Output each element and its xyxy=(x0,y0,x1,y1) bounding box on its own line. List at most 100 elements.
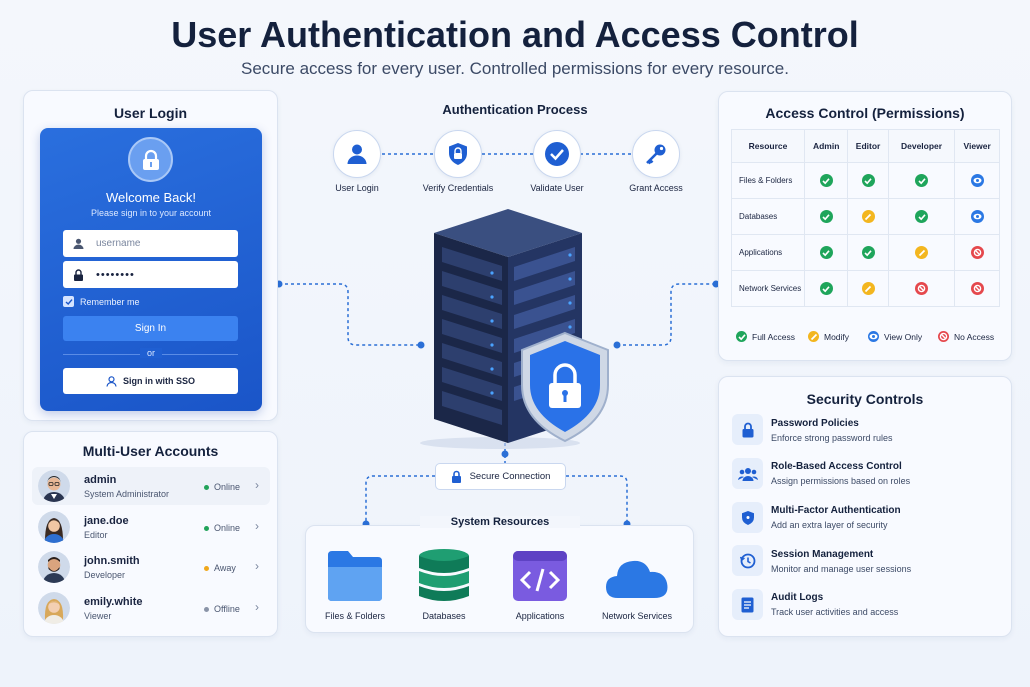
step-label: Verify Credentials xyxy=(422,183,494,193)
login-panel-title: User Login xyxy=(113,105,188,121)
avatar xyxy=(38,511,70,543)
perm-none-icon xyxy=(915,282,929,295)
user-role: Developer xyxy=(84,570,126,580)
user-row-john[interactable]: john.smith Developer Away › xyxy=(32,548,270,586)
lock-icon xyxy=(451,470,462,483)
user-icon xyxy=(347,144,367,164)
history-icon xyxy=(732,545,763,576)
status-text: Online xyxy=(214,482,241,492)
security-item-desc: Enforce strong password rules xyxy=(771,433,893,443)
security-item-desc: Monitor and manage user sessions xyxy=(771,564,912,574)
status-dot xyxy=(204,606,209,612)
lock-icon xyxy=(128,137,173,182)
avatar xyxy=(38,592,70,624)
permission-cell xyxy=(887,234,956,271)
code-icon xyxy=(513,551,567,601)
step-validate xyxy=(533,130,581,178)
user-row-jane[interactable]: jane.doe Editor Online › xyxy=(32,508,270,546)
checkbox-check-icon[interactable] xyxy=(63,296,74,307)
perm-full-icon xyxy=(861,246,875,259)
status-text: Online xyxy=(214,523,241,533)
username-placeholder: username xyxy=(96,238,141,249)
password-value: •••••••• xyxy=(96,268,135,281)
permission-cell xyxy=(954,270,1000,307)
legend-item: Modify xyxy=(808,331,849,342)
perm-modify-icon xyxy=(861,282,875,295)
user-icon xyxy=(73,238,87,249)
permission-cell xyxy=(803,270,849,307)
perm-full-icon xyxy=(819,246,833,259)
perm-full-icon xyxy=(915,174,929,187)
database-icon xyxy=(419,549,469,601)
step-label: User Login xyxy=(335,183,379,193)
legend-label: No Access xyxy=(954,331,995,342)
step-grant xyxy=(632,130,680,178)
security-item-title: Password Policies xyxy=(771,418,859,429)
chevron-right-icon[interactable]: › xyxy=(255,519,259,533)
chevron-right-icon[interactable]: › xyxy=(255,478,259,492)
process-title: Authentication Process xyxy=(442,102,588,117)
resource-cell: Databases xyxy=(731,198,805,235)
step-label: Validate User xyxy=(530,183,584,193)
step-user-login xyxy=(333,130,381,178)
user-name: admin xyxy=(84,474,117,486)
password-field[interactable]: •••••••• xyxy=(63,261,238,288)
security-item-title: Session Management xyxy=(771,549,874,560)
column-header: Editor xyxy=(847,129,889,163)
sso-user-icon xyxy=(106,375,117,387)
permission-cell xyxy=(847,198,889,235)
user-name: jane.doe xyxy=(84,515,129,527)
users-panel-title: Multi-User Accounts xyxy=(82,443,219,459)
users-icon xyxy=(732,458,763,489)
cloud-icon xyxy=(606,560,668,598)
user-role: Editor xyxy=(84,530,108,540)
step-label: Grant Access xyxy=(629,183,683,193)
remember-me[interactable]: Remember me xyxy=(63,296,140,307)
legend-label: View Only xyxy=(884,331,923,342)
server-rack-illustration xyxy=(420,209,609,449)
resource-cell: Network Services xyxy=(731,270,805,307)
table-row: Applications xyxy=(731,234,1000,271)
security-item-title: Multi-Factor Authentication xyxy=(771,505,901,516)
password-lock-icon xyxy=(73,268,87,281)
resource-label: Files & Folders xyxy=(324,611,386,621)
permission-cell xyxy=(887,198,956,235)
resource-label: Applications xyxy=(515,611,565,621)
avatar xyxy=(38,470,70,502)
user-row-emily[interactable]: emily.white Viewer Offline › xyxy=(32,589,270,627)
page-title: User Authentication and Access Control xyxy=(171,14,859,55)
chevron-right-icon[interactable]: › xyxy=(255,559,259,573)
signin-button[interactable]: Sign In xyxy=(63,316,238,341)
permission-cell xyxy=(847,234,889,271)
perm-view-icon xyxy=(970,210,984,223)
column-header: Developer xyxy=(887,129,956,163)
permission-cell xyxy=(803,162,849,199)
perm-modify-icon xyxy=(915,246,929,259)
security-item-desc: Track user activities and access xyxy=(771,607,899,617)
resource-cell: Files & Folders xyxy=(731,162,805,199)
legend-item: Full Access xyxy=(736,331,795,342)
status-text: Away xyxy=(214,563,236,573)
lock-icon xyxy=(732,414,763,445)
sso-button[interactable]: Sign in with SSO xyxy=(63,368,238,394)
column-header: Admin xyxy=(803,129,849,163)
table-row: Databases xyxy=(731,198,1000,235)
shield-lock-icon xyxy=(449,143,467,165)
chevron-right-icon[interactable]: › xyxy=(255,600,259,614)
shield-icon xyxy=(732,502,763,533)
permission-cell xyxy=(954,162,1000,199)
legend-item: No Access xyxy=(938,331,994,342)
security-panel-title: Security Controls xyxy=(806,391,924,407)
perm-full-icon xyxy=(861,174,875,187)
perm-modify-icon xyxy=(808,331,819,342)
login-card: Welcome Back! Please sign in to your acc… xyxy=(40,128,262,411)
perm-view-icon xyxy=(868,331,879,342)
permission-cell xyxy=(887,270,956,307)
sso-label: Sign in with SSO xyxy=(123,376,195,386)
perm-full-icon xyxy=(915,210,929,223)
username-field[interactable]: username xyxy=(63,230,238,257)
status-dot xyxy=(204,565,209,571)
user-row-admin[interactable]: admin System Administrator Online › xyxy=(32,467,270,505)
